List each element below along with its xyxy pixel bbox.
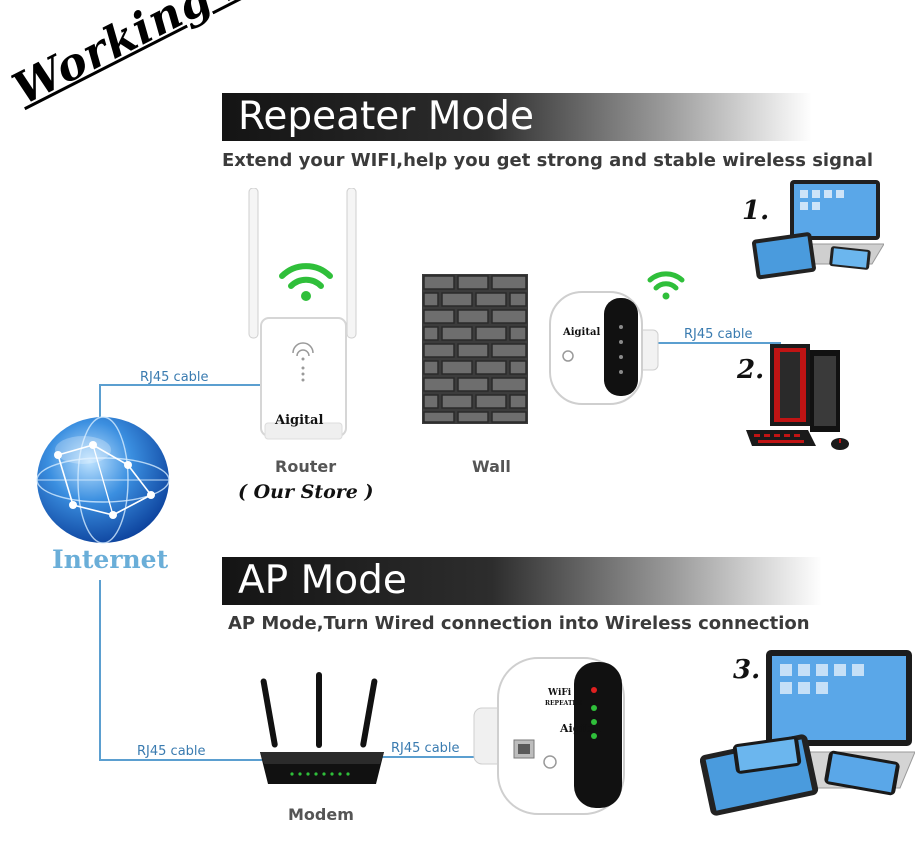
ap-mode-header: AP Mode (222, 557, 822, 605)
ap-mode-heading: AP Mode (238, 558, 407, 603)
repeater-mode-description: Extend your WIFI,help you get strong and… (222, 150, 874, 171)
wifi-signal-icon (279, 263, 333, 301)
desktop-pc-image (746, 344, 849, 450)
modem-label: Modem (288, 805, 354, 824)
wifi-signal-small-icon (647, 271, 685, 300)
repeater-mode-heading: Repeater Mode (238, 94, 534, 139)
cable-label-pc: RJ45 cable (684, 327, 753, 342)
router-store-note: ( Our Store ) (238, 481, 374, 503)
laptop-tablet-phone-image (700, 650, 915, 816)
repeater-device-image (549, 291, 659, 405)
ap-repeater-brand: Aigital (560, 722, 601, 735)
internet-label: Internet (52, 545, 169, 574)
cable-label-router: RJ45 cable (140, 370, 209, 385)
ap-repeater-badge: WiFi (548, 688, 572, 698)
wall-label: Wall (472, 457, 511, 476)
cable-internet-to-modem (99, 580, 262, 761)
device-number-1: 1. (742, 196, 770, 226)
router-image (248, 188, 357, 440)
ap-mode-description: AP Mode,Turn Wired connection into Wirel… (228, 613, 810, 634)
router-label: Router (275, 457, 337, 476)
router-brand: Aigital (275, 413, 324, 428)
device-number-2: 2. (737, 355, 765, 385)
device-number-3: 3. (733, 655, 761, 685)
internet-globe-icon (36, 416, 170, 544)
cable-label-repeater: RJ45 cable (391, 741, 460, 756)
ap-repeater-device-image (473, 657, 625, 815)
laptop-devices-image (752, 180, 884, 280)
repeater-mode-header: Repeater Mode (222, 93, 812, 141)
cable-label-modem: RJ45 cable (137, 744, 206, 759)
ap-repeater-sub: REPEATER (545, 700, 582, 707)
repeater-brand: Aigital (563, 327, 601, 338)
brick-wall-image (422, 274, 528, 424)
modem-image (260, 672, 384, 784)
